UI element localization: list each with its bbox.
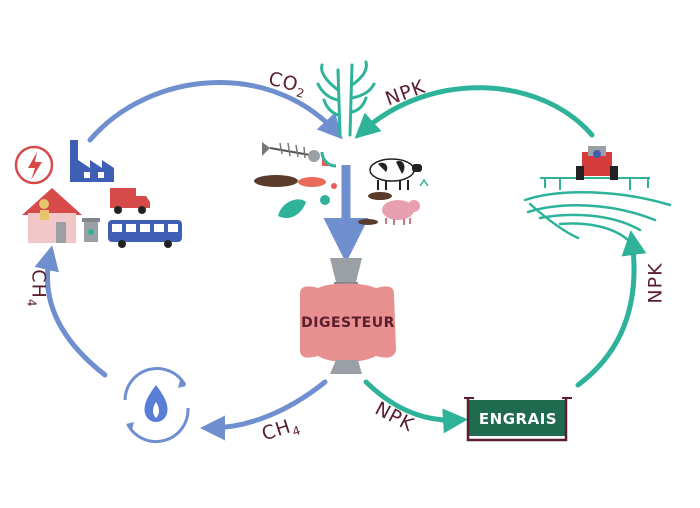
field-icon <box>523 190 672 242</box>
watermelon-icon <box>320 151 337 168</box>
leaf-icon <box>278 199 306 219</box>
ch4-label-left: CH4 <box>24 269 50 308</box>
npk-top-arrow <box>354 85 595 139</box>
ch4-up-arrow <box>34 245 108 378</box>
house-icon <box>22 188 82 243</box>
digester-icon <box>300 258 396 374</box>
truck-icon <box>110 188 150 214</box>
flame-cycle-icon <box>123 367 190 444</box>
food-scraps-icon <box>298 177 337 205</box>
npk-digester-arrow <box>363 379 468 434</box>
pig-icon <box>382 200 420 225</box>
bus-icon <box>108 220 182 248</box>
fish-skeleton-icon <box>262 142 320 162</box>
npk-right-arrow <box>575 230 647 388</box>
engrais-label: ENGRAIS <box>478 410 558 428</box>
bin-icon <box>82 218 100 242</box>
tractor-icon <box>540 146 650 190</box>
factory-icon <box>70 140 114 182</box>
cow-icon <box>369 158 429 190</box>
digesteur-label: DIGESTEUR <box>301 315 395 331</box>
co2-arrow <box>87 80 343 143</box>
manure-icon <box>254 175 392 225</box>
engrais-box-icon <box>464 397 572 442</box>
ch4-digester-arrow <box>200 379 328 441</box>
plant-icon <box>316 60 376 137</box>
electricity-icon <box>14 145 54 185</box>
npk-label-right: NPK <box>644 262 667 304</box>
